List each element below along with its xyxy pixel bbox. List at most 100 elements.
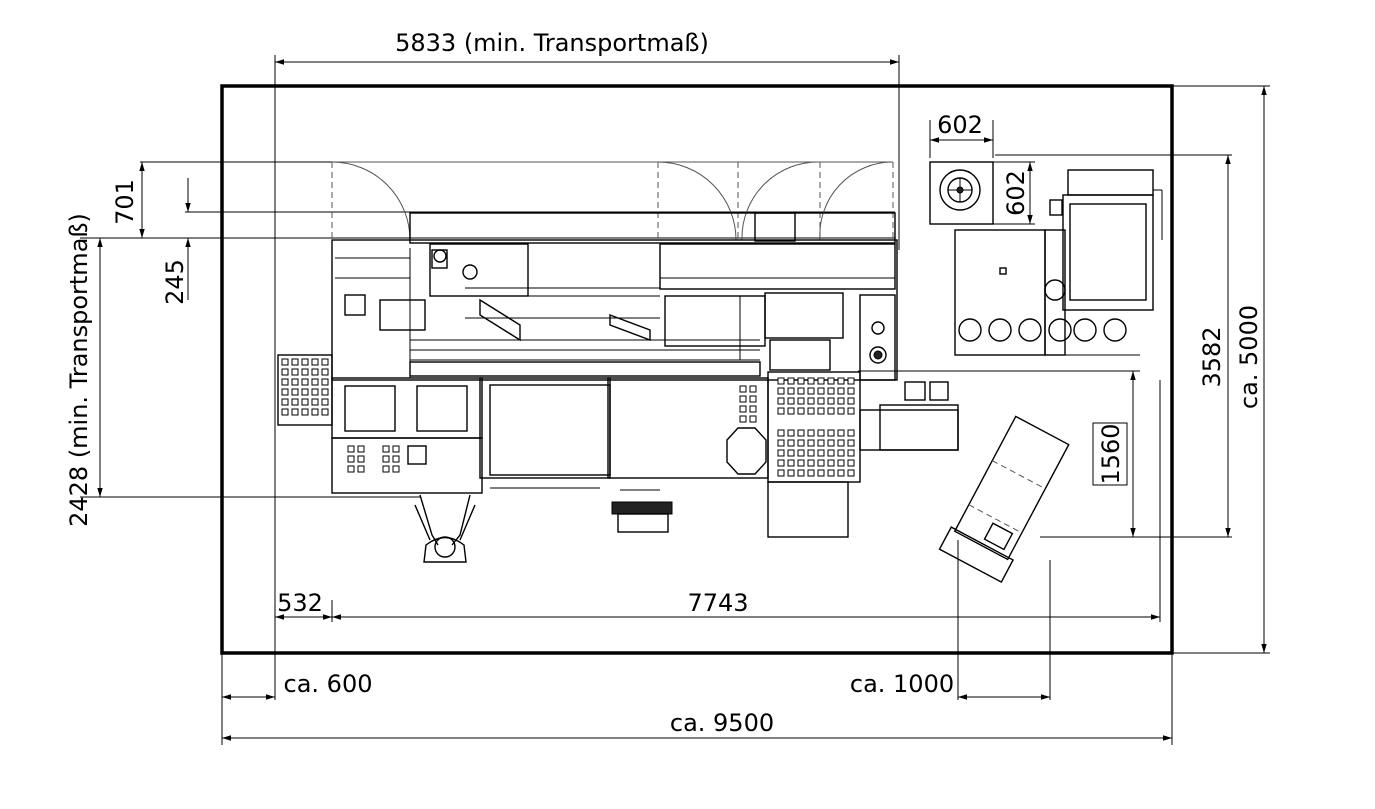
- panel-key: [291, 378, 299, 386]
- lower-machine: [277, 354, 959, 538]
- panel-key: [357, 455, 365, 463]
- dim-532: 532: [277, 589, 323, 617]
- panel-key: [807, 449, 815, 457]
- panel-key: [837, 449, 845, 457]
- panel-key: [301, 388, 309, 396]
- dim-7743: 7743: [687, 589, 748, 617]
- panel-key: [807, 377, 815, 385]
- panel-key: [777, 387, 785, 395]
- extension-lines: [80, 55, 1270, 745]
- panel-key: [301, 358, 309, 366]
- panel-key: [847, 377, 855, 385]
- panel-key: [392, 455, 400, 463]
- panel-key: [827, 459, 835, 467]
- panel-key: [291, 358, 299, 366]
- panel-key: [797, 459, 805, 467]
- panel-key: [837, 377, 845, 385]
- panel-key: [847, 449, 855, 457]
- panel-key: [777, 449, 785, 457]
- dim-3582: 3582: [1198, 326, 1226, 387]
- panel-key: [777, 377, 785, 385]
- panel-key: [817, 469, 825, 477]
- panel-key: [311, 368, 319, 376]
- panel-key: [311, 378, 319, 386]
- dimension-box-1560: [1092, 422, 1128, 486]
- panel-key: [347, 445, 355, 453]
- panel-key: [827, 397, 835, 405]
- aux-units: [954, 169, 1163, 356]
- dim-245: 245: [161, 259, 189, 305]
- feed-unit: [938, 415, 1070, 584]
- panel-key: [837, 469, 845, 477]
- panel-key: [847, 407, 855, 415]
- panel-key: [749, 385, 757, 393]
- panel-key: [797, 397, 805, 405]
- panel-key: [837, 407, 845, 415]
- panel-key: [817, 377, 825, 385]
- panel-key: [837, 397, 845, 405]
- panel-key: [777, 397, 785, 405]
- panel-key: [837, 459, 845, 467]
- panel-key: [817, 397, 825, 405]
- dimension-lines: [97, 59, 1267, 741]
- panel-key: [311, 398, 319, 406]
- panel-key: [281, 378, 289, 386]
- panel-key: [357, 445, 365, 453]
- panel-key: [347, 455, 355, 463]
- panel-key: [281, 358, 289, 366]
- panel-key: [807, 439, 815, 447]
- panel-key: [787, 459, 795, 467]
- panel-key: [827, 387, 835, 395]
- door-swings: [331, 161, 894, 241]
- panel-key: [281, 398, 289, 406]
- panel-key: [392, 465, 400, 473]
- panel-key: [847, 469, 855, 477]
- panel-key: [311, 388, 319, 396]
- panel-key: [827, 439, 835, 447]
- dim-701: 701: [111, 179, 139, 225]
- dim-total-depth: ca. 5000: [1235, 305, 1263, 409]
- panel-key: [787, 387, 795, 395]
- dim-right-clearance: ca. 1000: [850, 670, 954, 698]
- fan-unit: [929, 161, 994, 225]
- panel-key: [301, 368, 309, 376]
- panel-key: [807, 387, 815, 395]
- panel-key: [797, 439, 805, 447]
- panel-key: [817, 459, 825, 467]
- dim-total-length: ca. 9500: [670, 709, 774, 737]
- panel-key: [787, 469, 795, 477]
- panel-key: [837, 387, 845, 395]
- room-boundary: [220, 84, 1174, 655]
- panel-key: [291, 408, 299, 416]
- dim-602-horizontal: 602: [937, 111, 983, 139]
- panel-key: [749, 405, 757, 413]
- panel-key: [807, 407, 815, 415]
- panel-key: [321, 368, 329, 376]
- control-panel-squares: [281, 358, 855, 477]
- panel-key: [382, 445, 390, 453]
- panel-key: [817, 439, 825, 447]
- panel-key: [321, 408, 329, 416]
- panel-key: [817, 449, 825, 457]
- panel-key: [807, 469, 815, 477]
- panel-key: [392, 445, 400, 453]
- panel-key: [347, 465, 355, 473]
- panel-key: [749, 395, 757, 403]
- panel-key: [797, 377, 805, 385]
- panel-key: [847, 397, 855, 405]
- panel-key: [321, 388, 329, 396]
- panel-key: [817, 407, 825, 415]
- panel-key: [739, 405, 747, 413]
- panel-key: [281, 368, 289, 376]
- panel-key: [311, 408, 319, 416]
- panel-key: [807, 429, 815, 437]
- dim-top-length: 5833 (min. Transportmaß): [395, 29, 709, 57]
- main-machine: [331, 212, 898, 381]
- panel-key: [321, 358, 329, 366]
- panel-key: [739, 395, 747, 403]
- panel-key: [291, 398, 299, 406]
- panel-key: [817, 429, 825, 437]
- panel-key: [301, 378, 309, 386]
- panel-key: [827, 407, 835, 415]
